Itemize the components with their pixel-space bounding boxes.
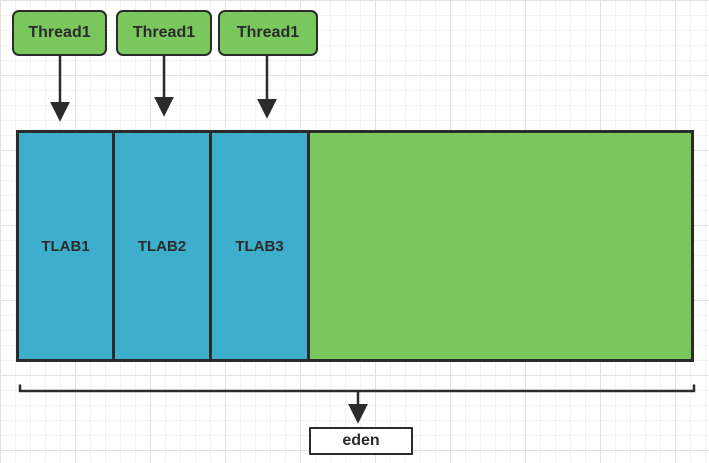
thread1-box-1: Thread1 [12, 10, 107, 56]
eden-span-bracket [18, 384, 696, 393]
thread1-box-2-label: Thread1 [132, 24, 196, 41]
thread1-box-3-label: Thread1 [236, 24, 300, 41]
thread1-box-3: Thread1 [218, 10, 318, 56]
tlab3-section: TLAB3 [212, 133, 310, 359]
tlab1-section: TLAB1 [19, 133, 115, 359]
eden-label: eden [342, 432, 380, 449]
tlab2-label: TLAB2 [137, 237, 187, 255]
tlab1-label: TLAB1 [41, 237, 90, 255]
eden-label-box: eden [309, 427, 413, 455]
tlab2-section: TLAB2 [115, 133, 212, 359]
tlab3-label: TLAB3 [235, 237, 284, 255]
eden-space-rect: TLAB1 TLAB2 TLAB3 [16, 130, 694, 362]
thread1-box-2: Thread1 [116, 10, 212, 56]
thread1-box-1-label: Thread1 [28, 24, 91, 41]
